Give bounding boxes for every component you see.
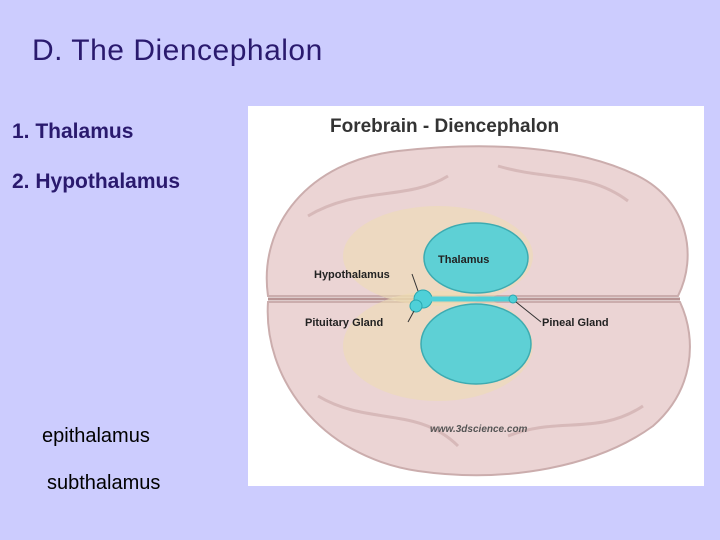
- leader-pituitary: [407, 310, 415, 323]
- slide-title: D. The Diencephalon: [32, 34, 323, 67]
- list-item-thalamus: 1. Thalamus: [12, 120, 134, 143]
- label-pituitary-gland: Pituitary Gland: [305, 317, 384, 329]
- list-item-epithalamus: epithalamus: [42, 425, 150, 447]
- pineal-shape: [508, 294, 518, 304]
- label-hypothalamus: Hypothalamus: [314, 269, 390, 281]
- thalamus-upper: [423, 222, 529, 294]
- figure-title: Forebrain - Diencephalon: [330, 116, 560, 137]
- list-item-subthalamus: subthalamus: [47, 472, 161, 494]
- leader-hypothalamus: [411, 273, 419, 292]
- list-item-hypothalamus: 2. Hypothalamus: [12, 170, 181, 193]
- watermark: www.3dscience.com: [430, 424, 528, 435]
- pituitary-shape: [409, 299, 423, 313]
- brain-illustration: Forebrain - Diencephalon Thalamus Hypoth…: [248, 106, 704, 486]
- label-thalamus: Thalamus: [438, 254, 490, 266]
- gyri-lines: [307, 164, 644, 448]
- leader-pineal: [515, 301, 542, 323]
- brain-drawing: [265, 145, 691, 477]
- thalamus-lower: [420, 303, 532, 385]
- label-pineal-gland: Pineal Gland: [542, 317, 609, 329]
